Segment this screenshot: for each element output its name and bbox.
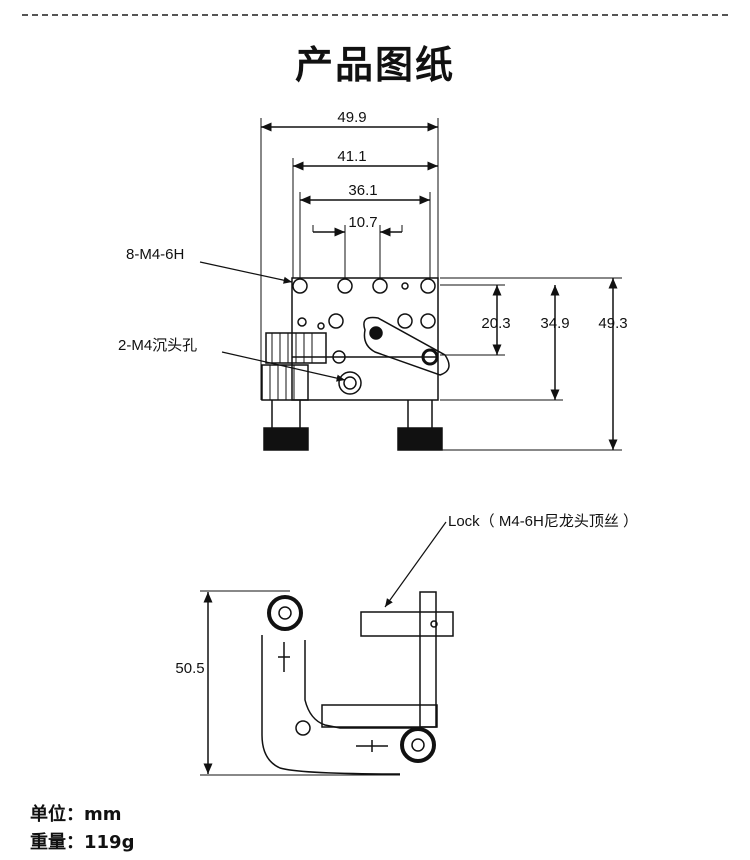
knob-top <box>267 595 303 631</box>
stage-body <box>291 277 439 401</box>
unit-label: 单位：mm <box>30 804 122 825</box>
dim-34-9: 34.9 <box>540 315 569 332</box>
dashed-divider <box>22 14 728 16</box>
dim-50-5: 50.5 <box>175 660 204 677</box>
weight-label: 重量：119g <box>30 832 135 853</box>
lock-lever <box>363 316 450 376</box>
dim-20-3: 20.3 <box>481 315 510 332</box>
dim-49-9: 49.9 <box>337 109 366 126</box>
side-view: Lock（ M4-6H尼龙头顶丝 ） 50.5 <box>175 513 638 776</box>
foot-knob-right <box>397 427 443 451</box>
callout-holes: 8-M4-6H <box>126 246 184 263</box>
top-view: 49.9 41.1 36.1 10.7 20.3 34.9 49.3 8-M4-… <box>118 109 628 451</box>
foot-knob-left <box>263 427 309 451</box>
dim-36-1: 36.1 <box>348 182 377 199</box>
callout-countersunk: 2-M4沉头孔 <box>118 337 197 354</box>
knob-bottom <box>400 727 436 763</box>
callout-lock: Lock（ M4-6H尼龙头顶丝 ） <box>448 513 638 530</box>
mounting-holes <box>292 278 436 395</box>
page-title: 产品图纸 <box>294 43 455 87</box>
dim-10-7: 10.7 <box>348 214 377 231</box>
dim-41-1: 41.1 <box>337 148 366 165</box>
dim-49-3: 49.3 <box>598 315 627 332</box>
